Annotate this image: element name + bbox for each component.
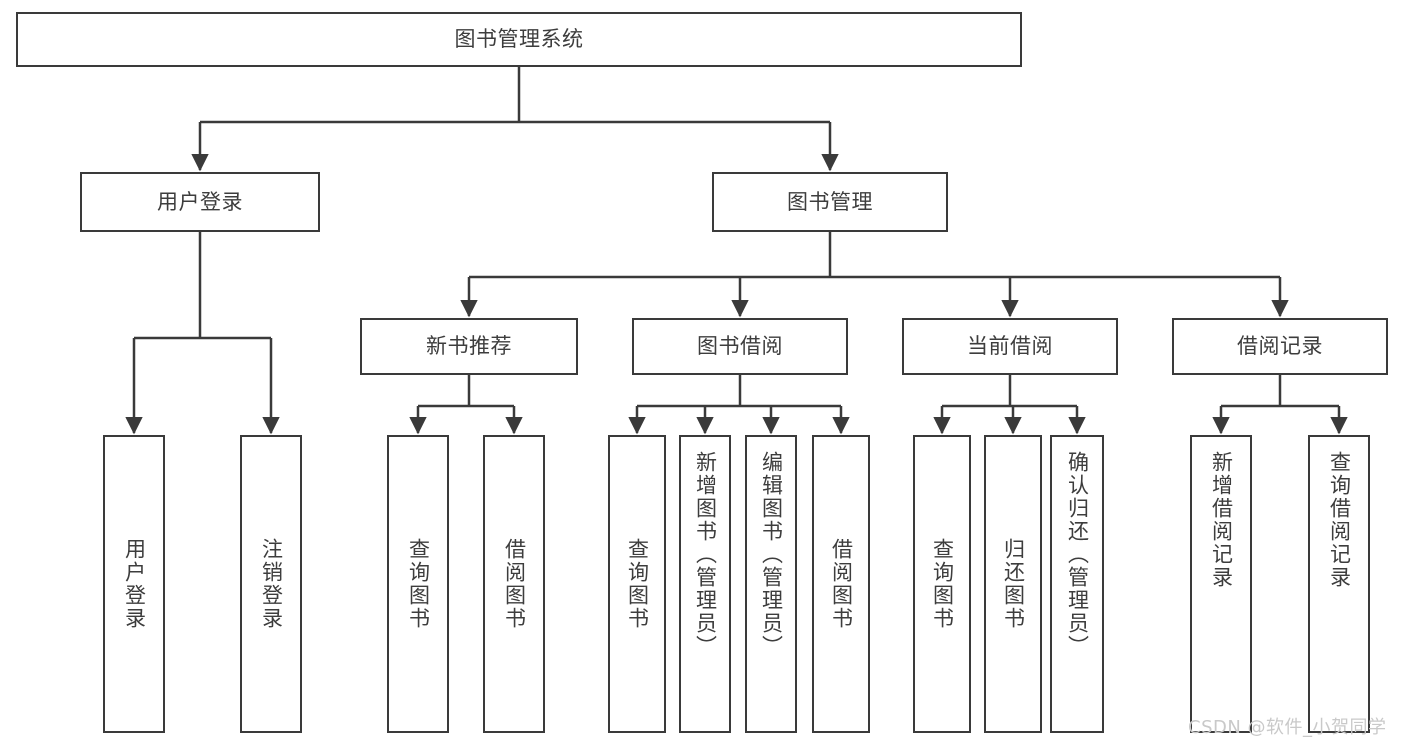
- node-leaf-cb-return[interactable]: 归还图书: [984, 435, 1042, 733]
- node-label: 当前借阅: [967, 334, 1053, 359]
- node-label: 归还图书: [1001, 538, 1026, 630]
- node-label: 图书管理系统: [454, 27, 584, 52]
- node-leaf-user-login[interactable]: 用户登录: [103, 435, 165, 733]
- node-label: 借阅图书: [829, 538, 854, 630]
- node-leaf-cb-query[interactable]: 查询图书: [913, 435, 971, 733]
- node-label: 查询图书: [406, 538, 431, 630]
- node-label: 查询图书: [625, 538, 650, 630]
- node-leaf-bb-borrow[interactable]: 借阅图书: [812, 435, 870, 733]
- node-root[interactable]: 图书管理系统: [16, 12, 1022, 67]
- node-leaf-user-logout[interactable]: 注销登录: [240, 435, 302, 733]
- node-label: 借阅图书: [502, 538, 527, 630]
- node-leaf-bb-query[interactable]: 查询图书: [608, 435, 666, 733]
- node-leaf-br-query[interactable]: 查询借阅记录: [1308, 435, 1370, 733]
- node-label: 查询借阅记录: [1327, 451, 1352, 589]
- node-label: 借阅记录: [1237, 334, 1323, 359]
- node-label: 注销登录: [259, 538, 284, 630]
- node-leaf-cb-confirm[interactable]: 确认归还（管理员）: [1050, 435, 1104, 733]
- node-leaf-nbr-query[interactable]: 查询图书: [387, 435, 449, 733]
- csdn-watermark: CSDN @软件_小贺同学: [1188, 717, 1387, 738]
- node-leaf-bb-edit[interactable]: 编辑图书（管理员）: [745, 435, 797, 733]
- node-current-borrow[interactable]: 当前借阅: [902, 318, 1118, 375]
- node-label: 新书推荐: [426, 334, 512, 359]
- node-label: 图书借阅: [697, 334, 783, 359]
- node-book-borrow[interactable]: 图书借阅: [632, 318, 848, 375]
- node-label: 确认归还（管理员）: [1065, 451, 1090, 658]
- node-leaf-br-add[interactable]: 新增借阅记录: [1190, 435, 1252, 733]
- node-borrow-record[interactable]: 借阅记录: [1172, 318, 1388, 375]
- node-label: 查询图书: [930, 538, 955, 630]
- node-book-manage[interactable]: 图书管理: [712, 172, 948, 232]
- node-label: 编辑图书（管理员）: [759, 451, 784, 658]
- node-label: 图书管理: [787, 189, 873, 214]
- node-label: 用户登录: [157, 189, 243, 214]
- node-label: 新增图书（管理员）: [693, 451, 718, 658]
- node-label: 新增借阅记录: [1209, 451, 1234, 589]
- node-leaf-nbr-borrow[interactable]: 借阅图书: [483, 435, 545, 733]
- node-label: 用户登录: [122, 538, 147, 630]
- node-new-book-rec[interactable]: 新书推荐: [360, 318, 578, 375]
- node-user-login[interactable]: 用户登录: [80, 172, 320, 232]
- node-leaf-bb-add[interactable]: 新增图书（管理员）: [679, 435, 731, 733]
